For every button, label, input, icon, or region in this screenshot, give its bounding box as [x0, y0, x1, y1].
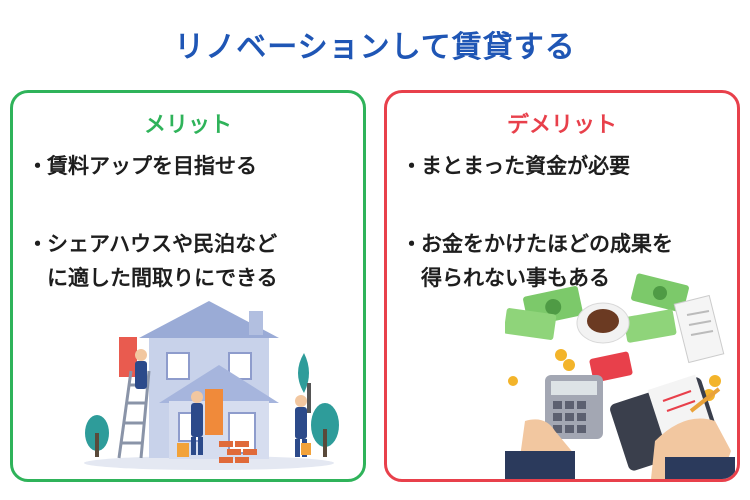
merit-heading: メリット: [143, 113, 232, 138]
house-renovation-illustration: [84, 301, 339, 470]
demerit-item-2: ・お金をかけたほどの成果を 得られない事もある: [401, 227, 673, 295]
demerit-item-1-text: まとまった資金が必要: [421, 154, 631, 178]
bullet-mark: ・: [401, 154, 422, 178]
merit-item-1: ・賃料アップを目指せる: [27, 149, 257, 183]
page-title: リノベーションして賃貸する: [174, 30, 576, 65]
merit-item-2: ・シェアハウスや民泊など に適した間取りにできる: [27, 227, 278, 295]
merit-item-2-line2: に適した間取りにできる: [47, 266, 278, 290]
merit-panel: メリット ・賃料アップを目指せる ・シェアハウスや民泊など に適した間取りにでき…: [10, 90, 366, 482]
demerit-item-1: ・まとまった資金が必要: [401, 149, 630, 183]
bullet-mark: ・: [27, 232, 48, 256]
bullet-mark: ・: [401, 232, 422, 256]
demerit-heading: デメリット: [506, 113, 617, 138]
bullet-mark: ・: [27, 154, 48, 178]
demerit-item-2-line1: お金をかけたほどの成果を: [421, 232, 673, 256]
merit-item-1-text: 賃料アップを目指せる: [47, 154, 257, 178]
worker-figure: [135, 349, 311, 457]
demerit-panel: デメリット ・まとまった資金が必要 ・お金をかけたほどの成果を 得られない事もあ…: [384, 90, 740, 482]
merit-item-2-line1: シェアハウスや民泊など: [47, 232, 278, 256]
money-calculator-illustration: [505, 273, 735, 479]
demerit-item-2-line2: 得られない事もある: [421, 266, 610, 290]
